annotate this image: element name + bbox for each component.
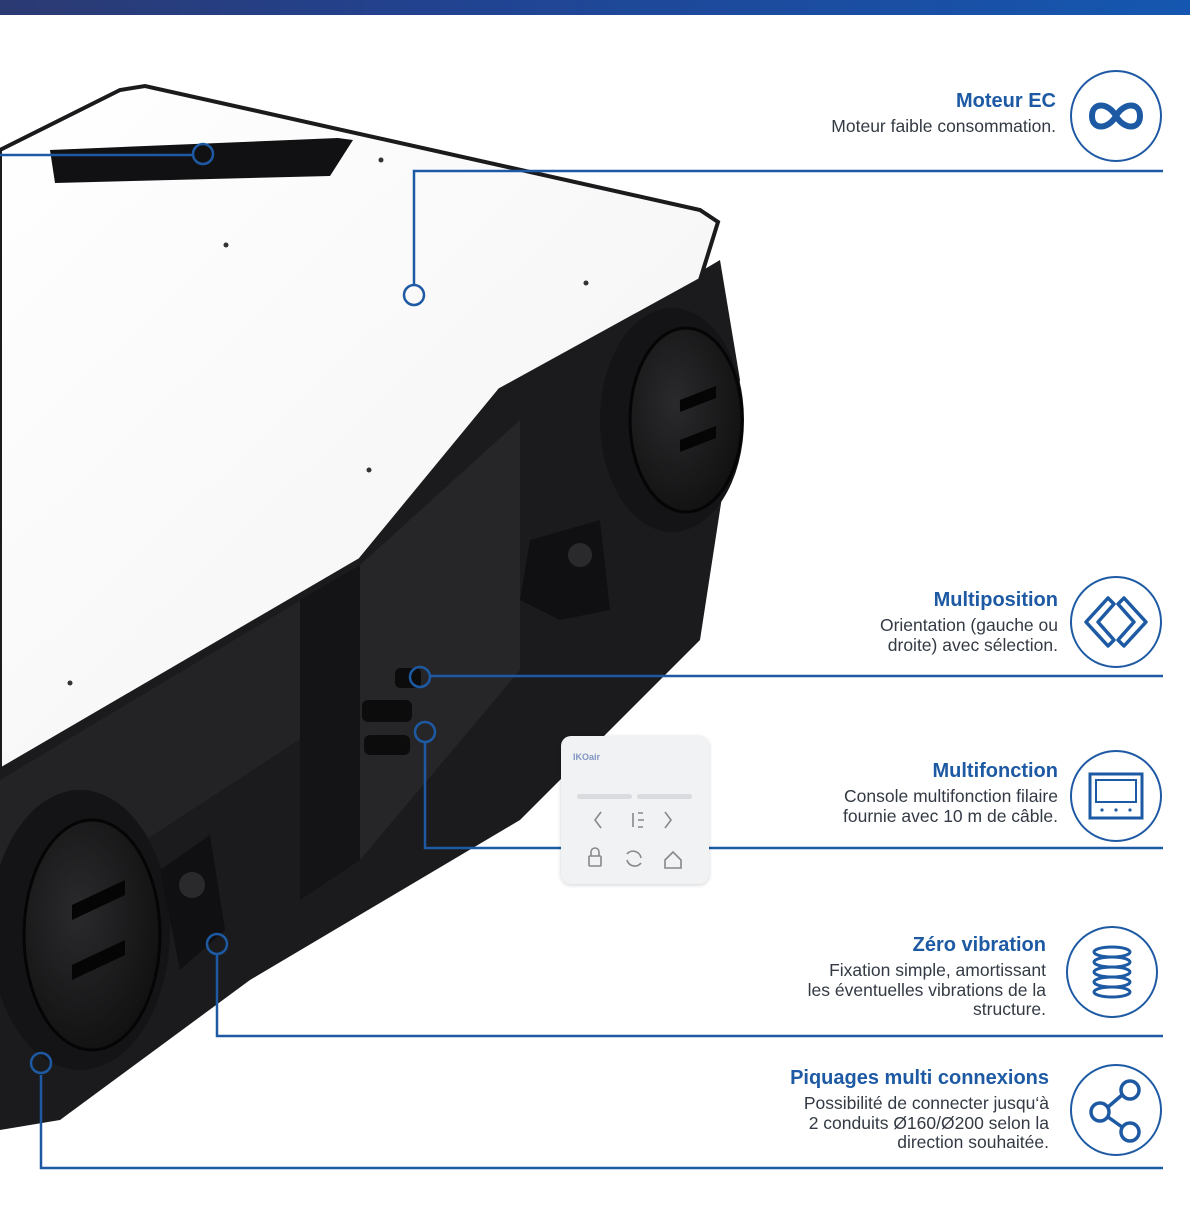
feature-description: Moteur faible consommation. — [831, 116, 1056, 136]
feature-title: Zéro vibration — [912, 934, 1046, 956]
spring-coil-icon — [1092, 945, 1132, 999]
leader-line-vibration — [215, 955, 1163, 1038]
feature-title: Multifonction — [932, 760, 1058, 782]
duct-cap-right — [628, 326, 744, 514]
feature-icon-zero-vibration — [1066, 926, 1158, 1018]
feature-title: Moteur EC — [956, 90, 1056, 112]
feature-icon-multiposition — [1070, 576, 1162, 668]
unit-top-panel — [0, 83, 721, 773]
home-icon — [664, 850, 682, 869]
lock-icon — [588, 847, 602, 867]
console-screen-icon — [1088, 772, 1144, 820]
feature-multifonction: Multifonction Console multifonction fila… — [638, 759, 1058, 826]
duct-cap-left — [22, 818, 162, 1052]
feature-zero-vibration: Zéro vibration Fixation simple, amortiss… — [626, 933, 1046, 1020]
feature-icon-multifonction — [1070, 750, 1162, 842]
recycle-icon — [626, 850, 642, 867]
leader-line-moteur — [412, 169, 1163, 284]
top-banner-bar — [0, 0, 1190, 15]
feature-title: Piquages multi connexions — [790, 1067, 1049, 1089]
chevron-right-icon — [664, 811, 672, 829]
console-status-bar — [637, 794, 692, 799]
fan-speed-icon — [632, 812, 644, 828]
console-status-bar — [577, 794, 632, 799]
chevrons-left-right-icon — [1084, 596, 1148, 648]
control-console: IKOair — [561, 736, 709, 884]
leader-line-piquages — [39, 1075, 1163, 1170]
leader-line-multifonction — [423, 743, 1163, 850]
console-brand: IKOair — [573, 752, 601, 762]
feature-moteur-ec: Moteur EC Moteur faible consommation. — [636, 89, 1056, 137]
chevron-left-icon — [594, 811, 602, 829]
infinity-icon — [1088, 102, 1144, 130]
feature-icon-piquages — [1070, 1064, 1162, 1156]
feature-icon-moteur-ec — [1070, 70, 1162, 162]
feature-piquages: Piquages multi connexions Possibilité de… — [589, 1066, 1049, 1153]
feature-title: Multiposition — [933, 589, 1058, 611]
top-slot — [50, 138, 353, 183]
console-buttons — [588, 811, 682, 869]
share-nodes-icon — [1089, 1079, 1141, 1143]
